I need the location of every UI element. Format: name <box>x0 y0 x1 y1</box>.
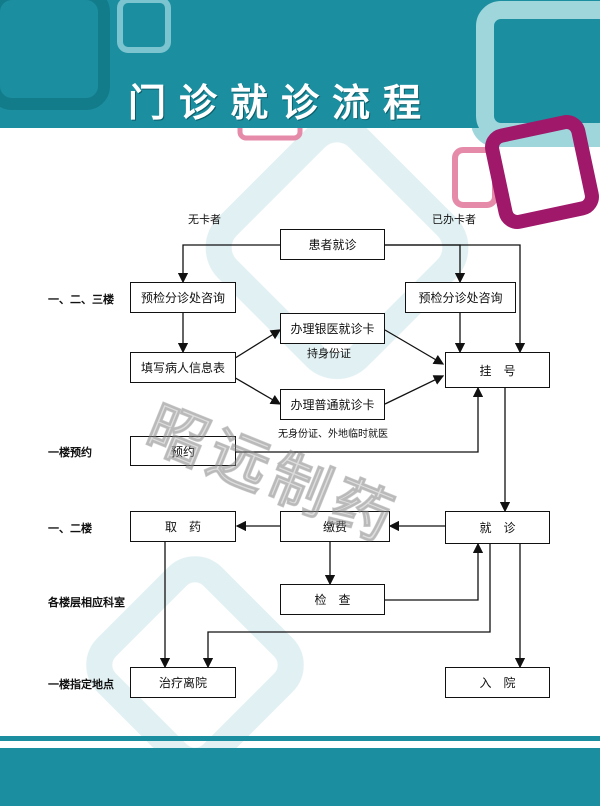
node-precheck-left: 预检分诊处咨询 <box>130 282 236 313</box>
node-treat-leave: 治疗离院 <box>130 667 236 698</box>
label-no-card: 无卡者 <box>188 213 221 226</box>
label-with-id: 持身份证 <box>307 347 351 360</box>
label-has-card: 已办卡者 <box>432 213 476 226</box>
decor-squares-top <box>0 0 600 140</box>
arrow-patient-right <box>385 244 466 284</box>
node-fill-form: 填写病人信息表 <box>130 352 236 383</box>
decor-square-faint <box>86 116 469 774</box>
label-floor-1-2: 一、二楼 <box>48 522 92 535</box>
node-admit: 入 院 <box>445 667 550 698</box>
label-floor-1-2-3: 一、二、三楼 <box>48 293 114 306</box>
page-title: 门诊就诊流程 <box>128 81 435 125</box>
node-pay: 缴费 <box>280 511 390 542</box>
node-precheck-right: 预检分诊处咨询 <box>405 282 516 313</box>
label-no-id: 无身份证、外地临时就医 <box>278 429 388 440</box>
arrow-patient-left <box>177 244 280 284</box>
node-register: 挂 号 <box>445 352 550 388</box>
label-floor-1-designated: 一楼指定地点 <box>48 678 114 691</box>
arrow-patient-register <box>385 244 526 354</box>
node-visit: 就 诊 <box>445 511 550 544</box>
node-bank-card: 办理银医就诊卡 <box>280 313 385 344</box>
node-normal-card: 办理普通就诊卡 <box>280 389 385 420</box>
node-exam: 检 查 <box>280 584 385 615</box>
node-patient: 患者就诊 <box>280 229 385 260</box>
label-floor-1-reserve: 一楼预约 <box>48 446 92 459</box>
label-floors-dept: 各楼层相应科室 <box>48 596 125 609</box>
node-medicine: 取 药 <box>130 511 236 542</box>
node-reserve: 预约 <box>130 436 236 466</box>
footer-stripe <box>0 736 600 741</box>
footer-band <box>0 748 600 806</box>
